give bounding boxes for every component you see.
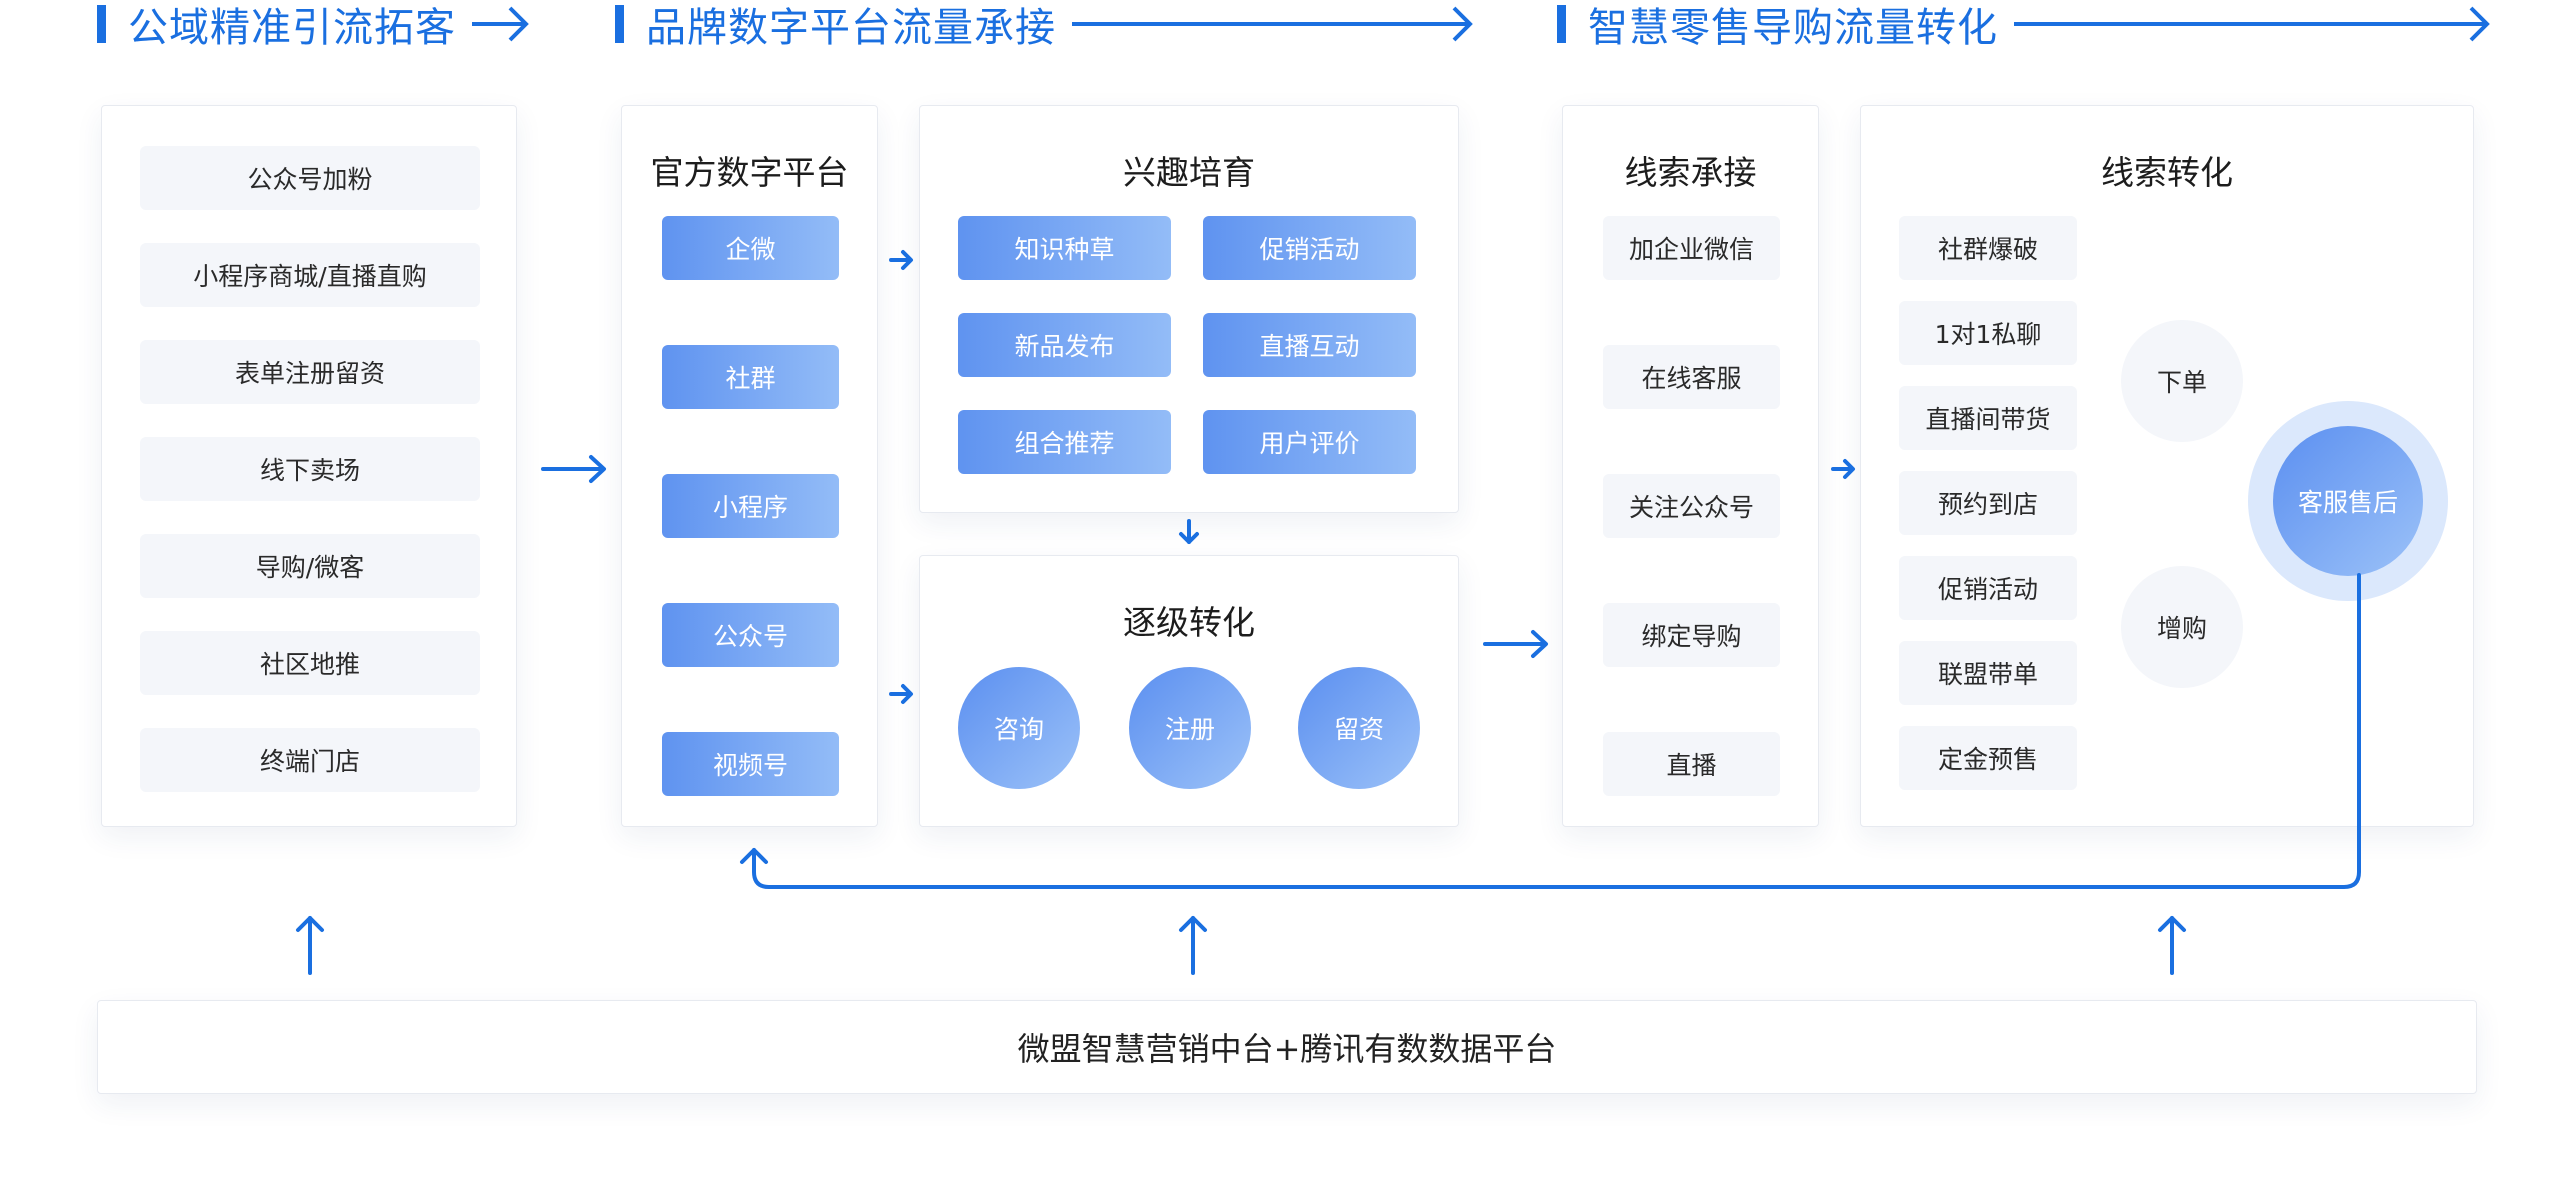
lead-item: 绑定导购	[1603, 603, 1780, 667]
card-title: 兴趣培育	[1123, 153, 1255, 192]
lead-item: 加企业微信	[1603, 216, 1780, 280]
lead-item: 关注公众号	[1603, 474, 1780, 538]
platform-item: 视频号	[662, 732, 839, 796]
header-title: 智慧零售导购流量转化	[1588, 5, 1998, 51]
arrow-right-long-icon	[1072, 6, 1473, 42]
arrow-right-icon	[541, 455, 606, 483]
order-circle: 下单	[2121, 320, 2243, 442]
source-item: 终端门店	[140, 728, 480, 792]
lead-conversion-card: 线索转化 社群爆破 1对1私聊 直播间带货 预约到店 促销活动 联盟带单 定金预…	[1860, 105, 2474, 827]
platform-item: 公众号	[662, 603, 839, 667]
source-item: 线下卖场	[140, 437, 480, 501]
chevron-right-icon	[889, 250, 913, 270]
interest-item: 促销活动	[1203, 216, 1416, 280]
interest-item: 用户评价	[1203, 410, 1416, 474]
card-title: 线索承接	[1624, 153, 1757, 192]
platform-item: 小程序	[662, 474, 839, 538]
lead-intake-card: 线索承接 加企业微信 在线客服 关注公众号 绑定导购 直播	[1562, 105, 1819, 827]
official-platform-card: 官方数字平台 企微 社群 小程序 公众号 视频号	[621, 105, 878, 827]
interest-item: 知识种草	[958, 216, 1171, 280]
arrow-right-long-icon	[2014, 6, 2490, 42]
chevron-down-icon	[1179, 519, 1199, 544]
step-circle: 留资	[1298, 667, 1420, 789]
platform-bar: 微盟智慧营销中台+腾讯有数数据平台	[97, 1000, 2477, 1094]
interest-item: 新品发布	[958, 313, 1171, 377]
header-brand-platform: 品牌数字平台流量承接	[615, 0, 1475, 51]
conversion-item: 促销活动	[1899, 556, 2077, 620]
conversion-item: 直播间带货	[1899, 386, 2077, 450]
header-accent-bar	[1557, 5, 1566, 43]
arrow-up-icon	[2158, 916, 2186, 975]
card-title: 逐级转化	[1123, 603, 1255, 642]
conversion-item: 社群爆破	[1899, 216, 2077, 280]
conversion-item: 1对1私聊	[1899, 301, 2077, 365]
source-item: 表单注册留资	[140, 340, 480, 404]
conversion-item: 定金预售	[1899, 726, 2077, 790]
interest-item: 直播互动	[1203, 313, 1416, 377]
source-item: 社区地推	[140, 631, 480, 695]
header-public-traffic: 公域精准引流拓客	[97, 0, 530, 51]
arrow-up-icon	[1179, 916, 1207, 975]
upsell-circle: 增购	[2121, 566, 2243, 688]
conversion-item: 联盟带单	[1899, 641, 2077, 705]
interest-card: 兴趣培育 知识种草 促销活动 新品发布 直播互动 组合推荐 用户评价	[919, 105, 1459, 513]
arrow-up-icon	[296, 916, 324, 975]
after-sales-circle: 客服售后	[2273, 426, 2423, 576]
conversion-item: 预约到店	[1899, 471, 2077, 535]
traffic-sources-card: 公众号加粉 小程序商城/直播直购 表单注册留资 线下卖场 导购/微客 社区地推 …	[101, 105, 517, 827]
interest-item: 组合推荐	[958, 410, 1171, 474]
arrow-right-icon	[1483, 630, 1548, 658]
lead-item: 直播	[1603, 732, 1780, 796]
header-accent-bar	[97, 5, 106, 43]
header-smart-retail: 智慧零售导购流量转化	[1557, 0, 2492, 51]
header-title: 品牌数字平台流量承接	[646, 5, 1056, 51]
arrow-right-icon	[472, 6, 529, 42]
step-circle: 注册	[1129, 667, 1251, 789]
platform-item: 社群	[662, 345, 839, 409]
stepwise-card: 逐级转化 咨询 注册 留资	[919, 555, 1459, 827]
chevron-right-icon	[1831, 459, 1855, 479]
source-item: 小程序商城/直播直购	[140, 243, 480, 307]
card-title: 官方数字平台	[650, 153, 849, 192]
header-accent-bar	[615, 5, 624, 43]
chevron-right-icon	[889, 684, 913, 704]
source-item: 导购/微客	[140, 534, 480, 598]
step-circle: 咨询	[958, 667, 1080, 789]
source-item: 公众号加粉	[140, 146, 480, 210]
lead-item: 在线客服	[1603, 345, 1780, 409]
platform-item: 企微	[662, 216, 839, 280]
card-title: 线索转化	[2101, 153, 2233, 192]
header-title: 公域精准引流拓客	[128, 5, 456, 51]
